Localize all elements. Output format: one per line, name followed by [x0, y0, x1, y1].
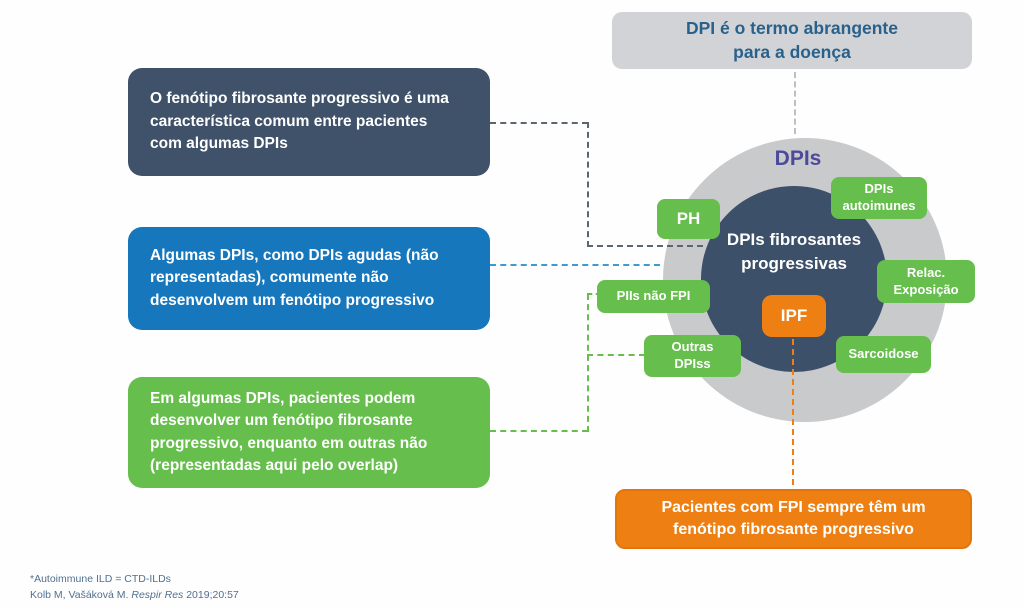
callout-acute-dpis: Algumas DPIs, como DPIs agudas (não repr…: [128, 227, 490, 330]
umbrella-term-box: DPI é o termo abrangente para a doença: [612, 12, 972, 69]
connector-green-vertical: [587, 294, 589, 432]
callout-progressive-phenotype-text: O fenótipo fibrosante progressivo é uma …: [150, 90, 449, 153]
satellite-sarcoidose: Sarcoidose: [836, 336, 931, 373]
connector-blue-horizontal: [490, 264, 660, 266]
callout-acute-dpis-text: Algumas DPIs, como DPIs agudas (não repr…: [150, 246, 439, 309]
callout-overlap-dpis-text: Em algumas DPIs, pacientes podem desenvo…: [150, 389, 428, 474]
satellite-ph: PH: [657, 199, 720, 239]
citation-journal: Respir Res: [131, 588, 184, 601]
callout-progressive-phenotype: O fenótipo fibrosante progressivo é uma …: [128, 68, 490, 176]
inner-circle-label: DPIs fibrosantes progressivas: [726, 230, 862, 273]
connector-green-horizontal-1: [490, 430, 588, 432]
connector-green-horizontal-2: [587, 293, 601, 295]
satellite-relac-exposicao: Relac. Exposição: [877, 260, 975, 303]
satellite-dpis-autoimunes: DPIs autoimunes: [831, 177, 927, 219]
connector-orange-vertical: [792, 339, 794, 485]
footnote-line1: *Autoimmune ILD = CTD-ILDs: [30, 573, 171, 585]
satellite-piis-nao-fpi: PIIs não FPI: [597, 280, 710, 313]
ipf-box: IPF: [762, 295, 826, 337]
footnote: *Autoimmune ILD = CTD-ILDs Kolb M, Vašák…: [30, 572, 239, 604]
connector-navy-horizontal-1: [490, 122, 588, 124]
callout-overlap-dpis: Em algumas DPIs, pacientes podem desenvo…: [128, 377, 490, 488]
connector-navy-vertical: [587, 122, 589, 247]
connector-navy-horizontal-2: [587, 245, 703, 247]
citation-authors: Kolb M, Vašáková M.: [30, 588, 132, 601]
connector-gray-vertical: [794, 72, 796, 134]
connector-green-horizontal-3: [587, 354, 645, 356]
citation-year: 2019;20:57: [183, 588, 239, 601]
satellite-outras-dpiss: Outras DPIss: [644, 335, 741, 377]
fpi-statement-box: Pacientes com FPI sempre têm um fenótipo…: [615, 489, 972, 549]
outer-circle-label: DPIs: [774, 147, 822, 170]
footnote-citation: Kolb M, Vašáková M. Respir Res 2019;20:5…: [30, 588, 239, 604]
